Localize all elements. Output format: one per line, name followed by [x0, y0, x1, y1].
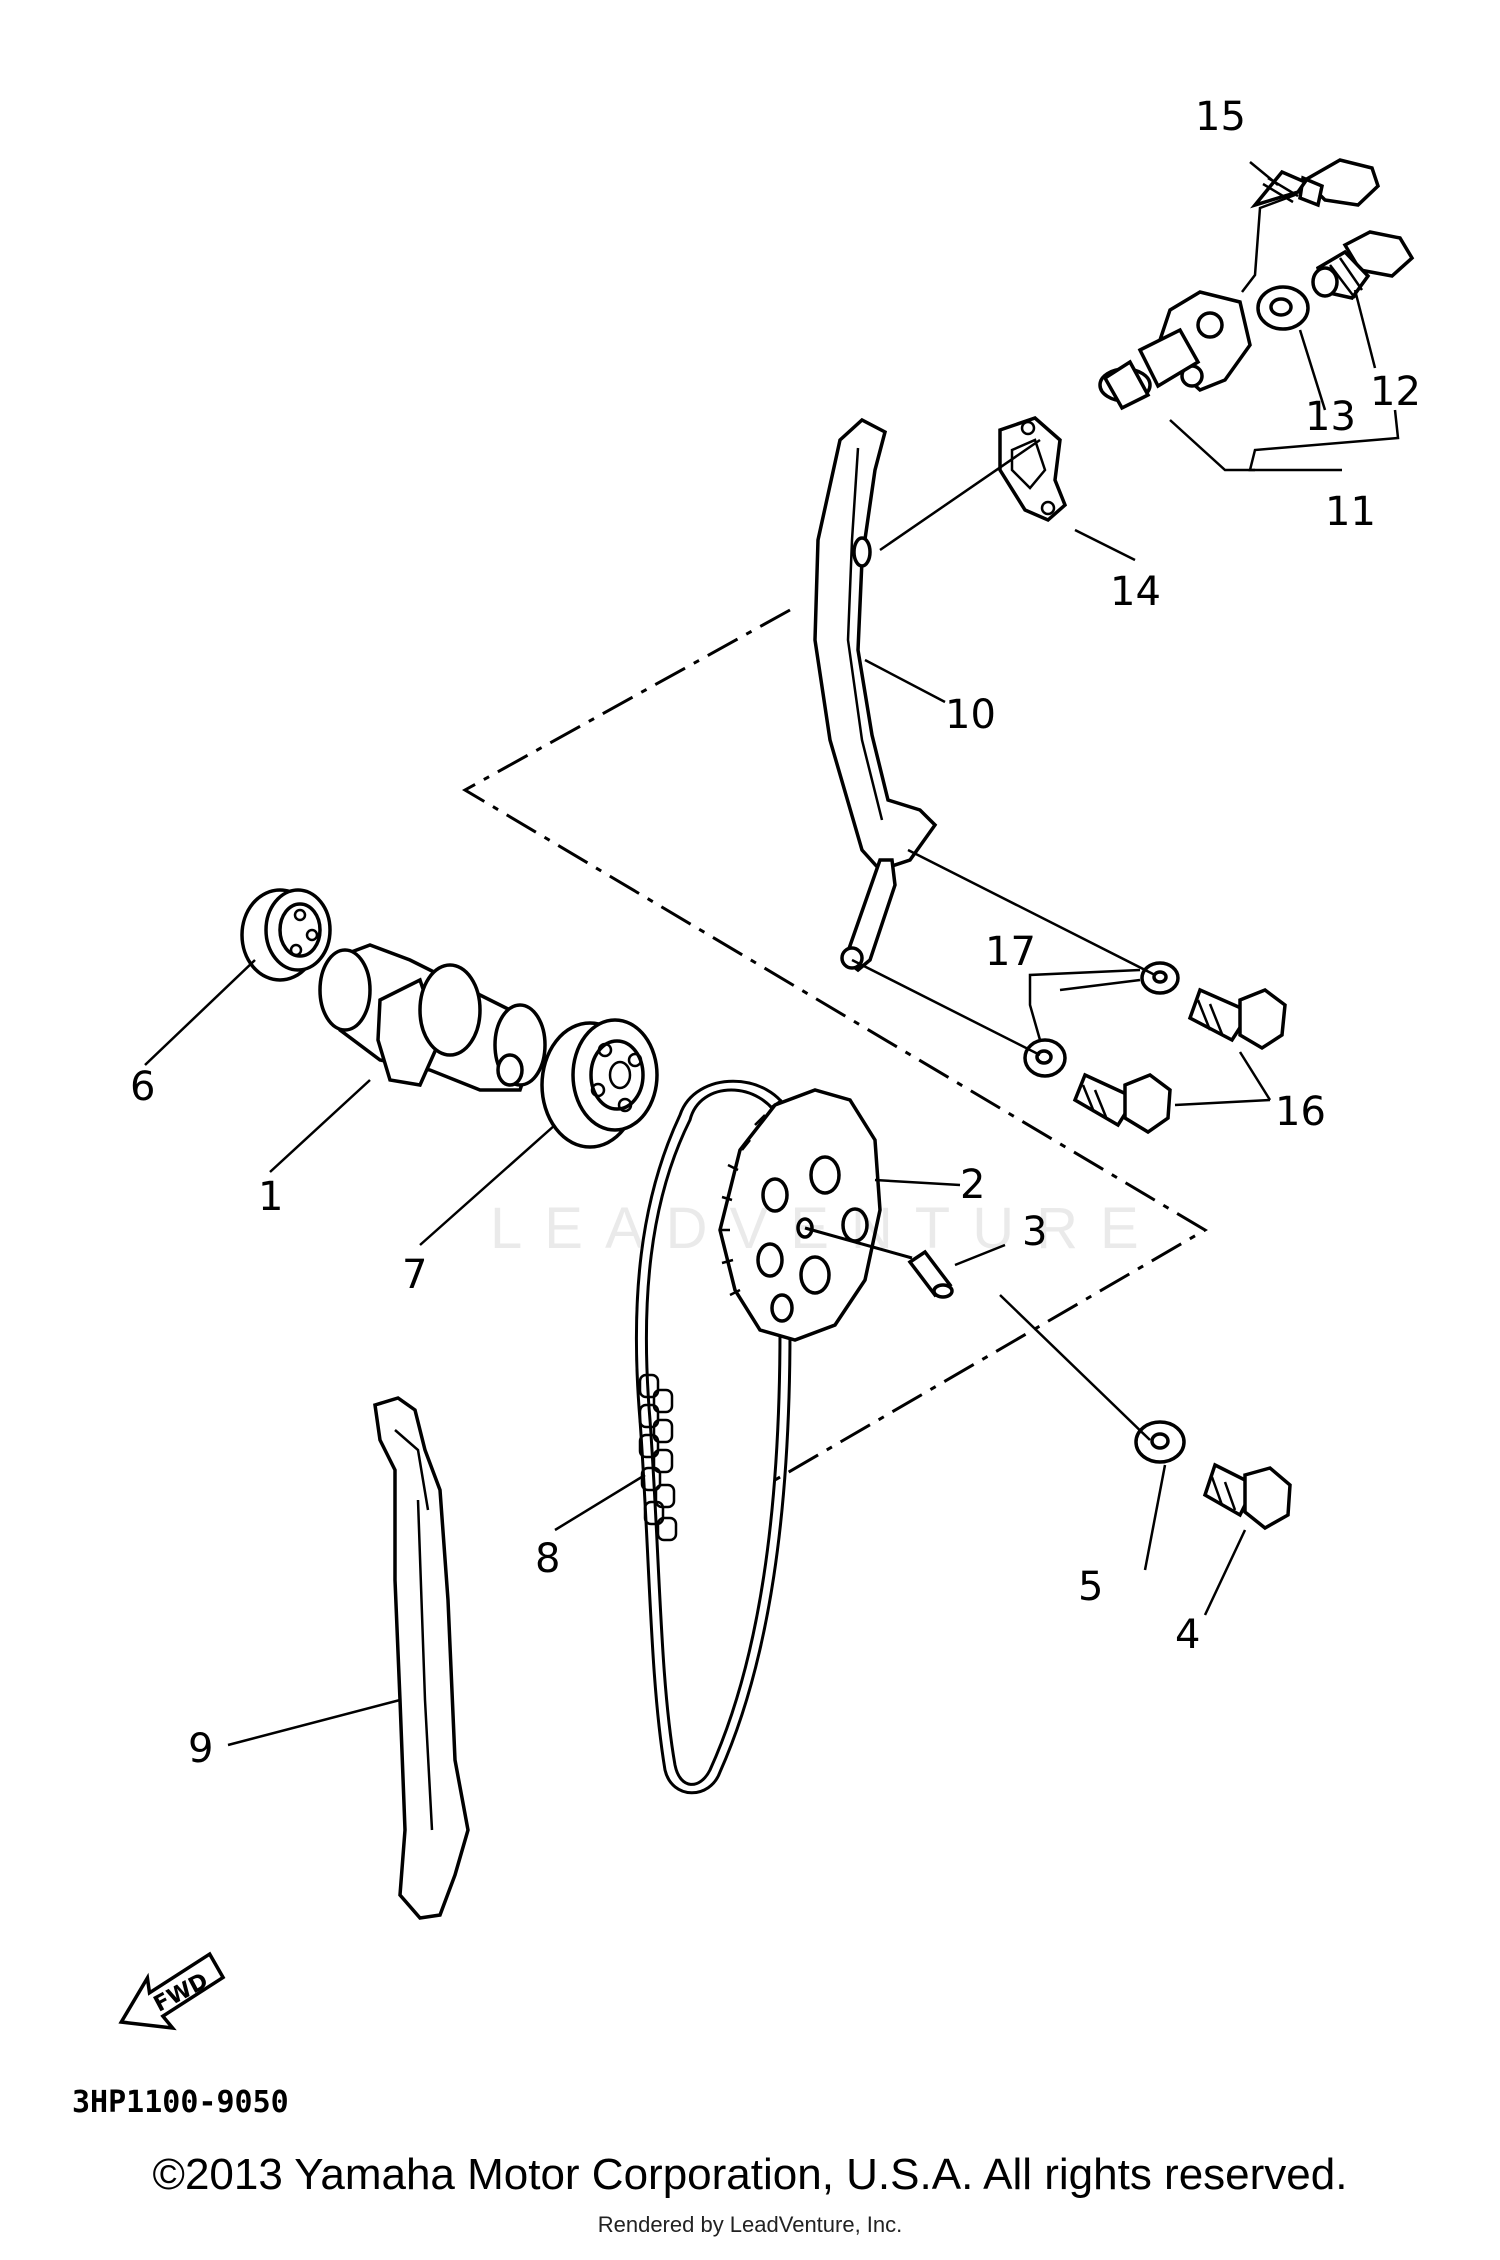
part-6-bearing[interactable]	[240, 888, 332, 982]
part-1-camshaft[interactable]	[318, 943, 547, 1092]
copyright-footer: ©2013 Yamaha Motor Corporation, U.S.A. A…	[152, 2150, 1348, 2199]
callout-4: 4	[1175, 1612, 1200, 1658]
part-14-gasket[interactable]	[998, 416, 1068, 523]
fwd-direction-arrow: FWD	[118, 1951, 226, 2031]
part-11-chain-tensioner[interactable]	[1098, 290, 1252, 411]
part-15-bolt[interactable]	[1250, 158, 1381, 209]
callout-16: 16	[1275, 1089, 1326, 1135]
part-17-washer-upper[interactable]	[1140, 961, 1180, 995]
part-16-bolt-lower[interactable]	[1072, 1072, 1172, 1135]
callout-8: 8	[535, 1536, 560, 1582]
callout-10: 10	[945, 692, 996, 738]
callout-17: 17	[985, 929, 1036, 975]
diagram-code: 3HP1100-9050	[72, 2085, 289, 2120]
callout-1: 1	[258, 1174, 283, 1220]
callout-12: 12	[1370, 369, 1421, 415]
part-7-bearing[interactable]	[540, 1018, 659, 1149]
part-3-dowel-pin[interactable]	[804, 1226, 954, 1299]
part-12-plug-bolt[interactable]	[1311, 230, 1415, 300]
callout-5: 5	[1078, 1564, 1103, 1610]
callout-15: 15	[1195, 94, 1246, 140]
part-16-bolt-upper[interactable]	[1187, 987, 1287, 1051]
reference-frame-lines	[461, 608, 1208, 1482]
part-9-chain-guide-lower[interactable]	[373, 1396, 470, 1920]
watermark: LEADVENTURE	[490, 1196, 1161, 1261]
rendered-by-credit: Rendered by LeadVenture, Inc.	[597, 2212, 903, 2237]
callout-6: 6	[130, 1064, 155, 1110]
part-10-chain-guide-upper[interactable]	[813, 417, 938, 973]
part-13-washer[interactable]	[1256, 285, 1310, 331]
part-8-cam-chain[interactable]	[634, 1079, 792, 1795]
callout-14: 14	[1110, 569, 1161, 615]
callout-13: 13	[1305, 394, 1356, 440]
leader-lines	[144, 161, 1400, 1747]
callout-9: 9	[188, 1726, 213, 1772]
callout-labels: 15 12 13 11 14 10 17 16 2 3 5 4 8 9 6 1 …	[130, 94, 1421, 1772]
callout-7: 7	[402, 1252, 427, 1298]
callout-11: 11	[1325, 489, 1376, 535]
callout-3: 3	[1022, 1209, 1047, 1255]
part-5-washer[interactable]	[1134, 1420, 1186, 1464]
part-2-cam-sprocket[interactable]	[718, 1088, 882, 1342]
part-17-washer-lower[interactable]	[1023, 1038, 1067, 1078]
callout-2: 2	[960, 1162, 985, 1208]
part-4-bolt[interactable]	[1202, 1462, 1292, 1531]
